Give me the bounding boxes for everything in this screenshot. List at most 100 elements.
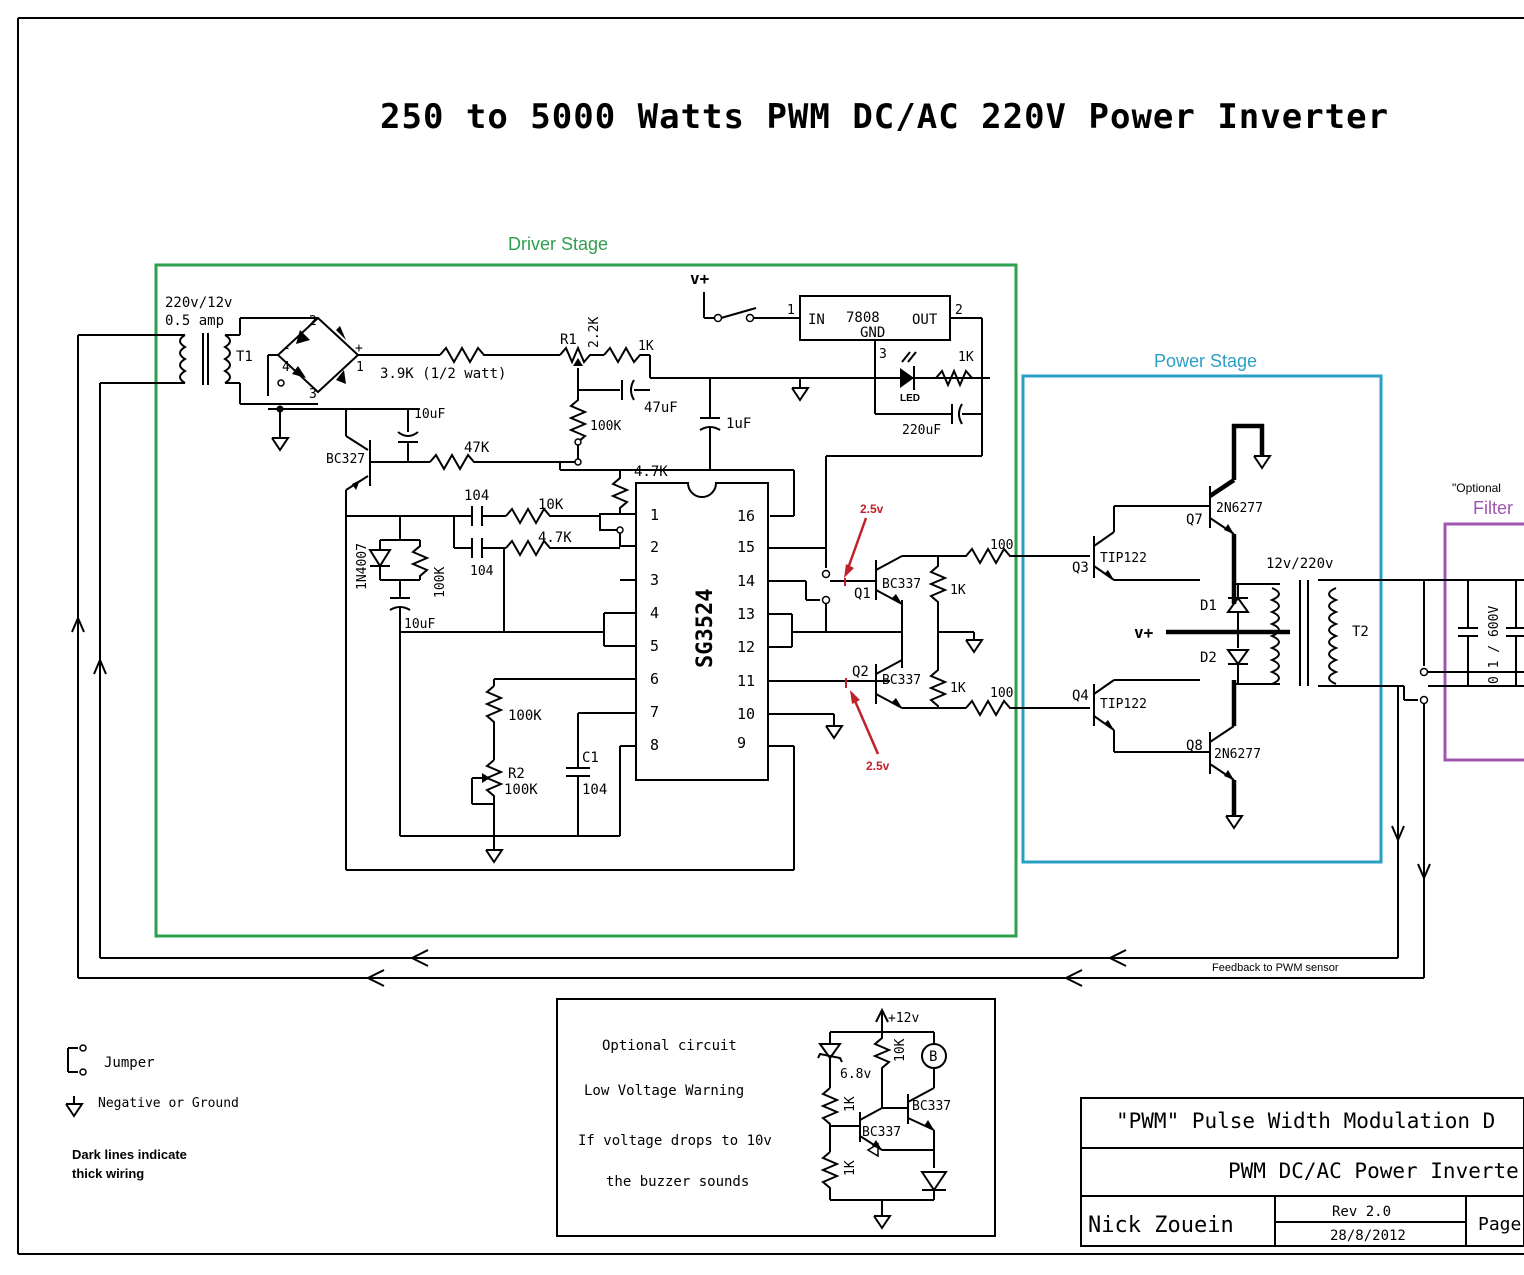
c-10uf-b-label: 10uF: [404, 617, 435, 632]
driver-stage-box: [154, 263, 1018, 938]
resistor-100-b: [965, 698, 1090, 718]
r1-value: 2.2K: [587, 317, 602, 348]
resistor-1k-q2: [928, 665, 948, 708]
transformer-t1: [78, 317, 318, 405]
ground-symbol-b: [825, 714, 844, 740]
reg-in: IN: [808, 312, 825, 328]
regulator-7808: [799, 295, 983, 456]
transistor-q2: [875, 659, 966, 709]
ic-pin-7: 7: [650, 703, 659, 721]
filter-label: Filter: [1473, 498, 1513, 518]
resistor-1k-q1: [928, 556, 984, 665]
t1-label: T1: [236, 349, 253, 365]
r-1k-led-label: 1K: [958, 350, 974, 365]
opt-tr-a: BC337: [912, 1099, 951, 1114]
optional-line4: the buzzer sounds: [606, 1174, 749, 1190]
transistor-q4: [1093, 679, 1200, 753]
optional-circuit-box: [556, 998, 996, 1237]
ic-pin-5: 5: [650, 637, 659, 655]
capacitor-c1: [400, 713, 621, 837]
q2-label: Q2: [852, 664, 869, 680]
ic-pin-9: 9: [737, 734, 746, 752]
optional-line3: If voltage drops to 10v: [578, 1133, 772, 1149]
c1-value: 104: [582, 782, 607, 798]
c-47uf-label: 47uF: [644, 400, 678, 416]
opt-tr-b: BC337: [862, 1125, 901, 1140]
optional-line1: Optional circuit: [602, 1038, 737, 1054]
t1-rating-2: 0.5 amp: [165, 313, 224, 329]
r-4k7-b-label: 4.7K: [538, 530, 572, 546]
potentiometer-r2: [471, 759, 504, 864]
capacitor-1uf: [699, 378, 721, 462]
ground-symbol-a: [791, 378, 810, 402]
reg-gnd: GND: [860, 325, 885, 341]
ic-pin-labels: 1 2 3 4 5 6 7 8 16 15 14 13 12 11 10 9: [650, 506, 755, 754]
bridge-pin-2: 2: [309, 314, 317, 329]
r-100-a-label: 100: [990, 538, 1013, 553]
vplus-top-label: v+: [690, 269, 710, 288]
c-104-b-label: 104: [470, 564, 494, 579]
resistor-100k-a: [568, 390, 588, 462]
filter-cap-label: 0.1 / 600V: [1487, 606, 1502, 684]
reg-pin1: 1: [787, 303, 795, 318]
r-1k-q2-label: 1K: [950, 681, 966, 696]
ic-pin-11: 11: [737, 672, 755, 690]
opt-r-1k-b: 1K: [843, 1160, 858, 1176]
feedback-wiring: [71, 335, 1424, 987]
output-wiring: [1391, 579, 1524, 978]
annotation-2v5-top: [844, 517, 868, 586]
led-label: LED: [900, 393, 920, 404]
r2-label: R2: [508, 766, 525, 782]
transistor-q1: [875, 555, 938, 605]
capacitor-220uf: [951, 403, 982, 425]
titleblock-row2: PWM DC/AC Power Inverte: [1228, 1159, 1519, 1183]
annot-2v5-top: 2.5v: [860, 502, 884, 516]
ic-pin-15: 15: [737, 538, 755, 556]
page-border: [17, 17, 1524, 1255]
q3-type: TIP122: [1100, 551, 1147, 566]
bridge-pin-1: 1: [356, 360, 364, 375]
filter-optional-label: "Optional: [1452, 481, 1501, 495]
ic-pin-2: 2: [650, 538, 659, 556]
optional-line2: Low Voltage Warning: [584, 1083, 744, 1099]
c-1uf-label: 1uF: [726, 416, 751, 432]
q7-type: 2N6277: [1216, 501, 1263, 516]
d1-label: D1: [1200, 598, 1217, 614]
driver-stage-label: Driver Stage: [508, 234, 608, 254]
diode-1n4007: [368, 516, 430, 836]
bridge-plus: +: [355, 341, 363, 356]
annot-2v5-bottom: 2.5v: [866, 759, 890, 773]
bc327-label: BC327: [326, 452, 365, 467]
opt-r-10k: 10K: [893, 1038, 908, 1062]
ic-pin-3: 3: [650, 571, 659, 589]
c-220uf-label: 220uF: [902, 423, 941, 438]
q3-label: Q3: [1072, 560, 1089, 576]
bridge-rectifier: [267, 316, 440, 452]
reg-name: 7808: [846, 310, 880, 326]
q4-type: TIP122: [1100, 697, 1147, 712]
ic-pin-14: 14: [737, 572, 755, 590]
bridge-minus: -: [283, 341, 291, 356]
ic-name: SG3524: [693, 589, 718, 668]
rc-network-pins-1-2: [346, 506, 620, 632]
legend-jumper: Jumper: [104, 1055, 155, 1071]
capacitor-47uf: [578, 377, 990, 401]
transistor-bc327: [345, 409, 430, 870]
q8-type: 2N6277: [1214, 747, 1261, 762]
diode-d2: [1226, 649, 1250, 684]
c1-label: C1: [582, 750, 599, 766]
ic-pin-8: 8: [650, 736, 659, 754]
power-stage-label: Power Stage: [1154, 351, 1257, 371]
resistor-100-a: [938, 546, 1090, 566]
transformer-t2: [1234, 579, 1424, 687]
r-4k7-a-label: 4.7K: [634, 464, 668, 480]
reg-pin2: 2: [955, 303, 963, 318]
low-voltage-warning-circuit: [817, 1007, 948, 1230]
r-1k-a-label: 1K: [638, 339, 654, 354]
t2-rating: 12v/220v: [1266, 556, 1333, 572]
opt-zener: 6.8v: [840, 1067, 871, 1082]
r-1k-q1-label: 1K: [950, 583, 966, 598]
legend-jumper-symbol: [67, 1044, 87, 1076]
opt-buzzer: B: [929, 1049, 937, 1065]
